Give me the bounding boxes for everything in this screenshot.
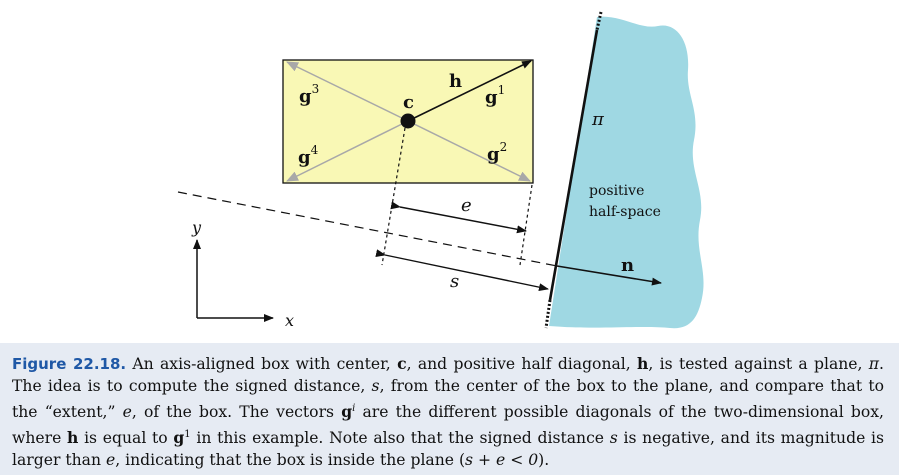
diagonal-g2 (407, 120, 531, 182)
label-extent: e (461, 195, 472, 216)
caption-segment: are the different possible diagonals of … (12, 402, 884, 447)
caption-segment: An axis-aligned box with center, (126, 355, 398, 373)
plane-dashed-top (595, 11, 603, 31)
caption-segment: s + e < 0 (465, 450, 539, 469)
center-point (400, 113, 416, 129)
normal-arrow (556, 265, 662, 286)
caption-text: An axis-aligned box with center, c, and … (12, 354, 885, 469)
projection-corner (519, 184, 533, 266)
label-region-line2: half-space (589, 204, 661, 220)
positive-half-space (549, 16, 704, 329)
caption-label: Figure 22.18. (12, 355, 127, 373)
diagonal-g3 (286, 61, 409, 122)
signed-distance-arrow (375, 249, 549, 292)
label-region-line1: positive (589, 183, 644, 199)
label-h: h (449, 71, 462, 92)
label-axis-x: x (285, 311, 294, 330)
caption-segment: s (609, 428, 618, 447)
caption-box: Figure 22.18. An axis-aligned box with c… (0, 343, 899, 475)
caption-segment: , indicating that the box is inside the … (115, 450, 466, 469)
caption-segment: g (173, 427, 185, 447)
label-normal: n (621, 255, 634, 276)
label-g2: g2 (487, 140, 507, 165)
caption-segment: , of the box. The vectors (131, 402, 342, 421)
caption-segment: e (122, 402, 132, 421)
label-g1: g1 (485, 83, 505, 108)
caption-segment: c (397, 354, 407, 373)
caption-segment: , and positive half diagonal, (406, 355, 638, 373)
caption-segment: is negative, and its magnitude is larger… (12, 428, 884, 469)
caption-segment: π (868, 355, 880, 373)
projection-center (381, 127, 406, 266)
label-axis-y: y (191, 218, 202, 237)
vector-h (407, 60, 532, 122)
caption-segment: g (341, 401, 353, 421)
caption-segment: s (371, 376, 380, 395)
diagonal-g4 (286, 120, 409, 182)
figure-diagram: c h g1 g2 g3 g4 e s π n positive half-sp… (177, 11, 704, 330)
caption-segment: h (637, 354, 649, 373)
label-plane: π (591, 109, 605, 130)
label-center: c (403, 92, 414, 113)
caption-segment: , is tested against a plane, (648, 355, 869, 373)
normal-reference-line (177, 191, 558, 267)
plane-dashed-bottom (544, 299, 552, 329)
figure-caption: Figure 22.18. An axis-aligned box with c… (12, 353, 884, 471)
label-g4: g4 (298, 143, 319, 168)
label-g3: g3 (299, 82, 319, 107)
extent-arrow (390, 201, 527, 234)
plane-line (548, 29, 599, 301)
caption-segment: h (67, 427, 79, 447)
caption-segment: in this example. Note also that the sign… (190, 428, 610, 447)
caption-segment: is equal to (78, 428, 174, 447)
label-signed-distance: s (450, 271, 459, 292)
caption-segment: e (105, 450, 116, 469)
caption-segment: i (352, 402, 356, 414)
caption-segment: , from the center of the box to the plan… (12, 376, 884, 421)
caption-segment: . The idea is to compute the signed dist… (12, 355, 885, 395)
caption-segment: ). (538, 450, 550, 469)
caption-segment: 1 (184, 428, 191, 440)
